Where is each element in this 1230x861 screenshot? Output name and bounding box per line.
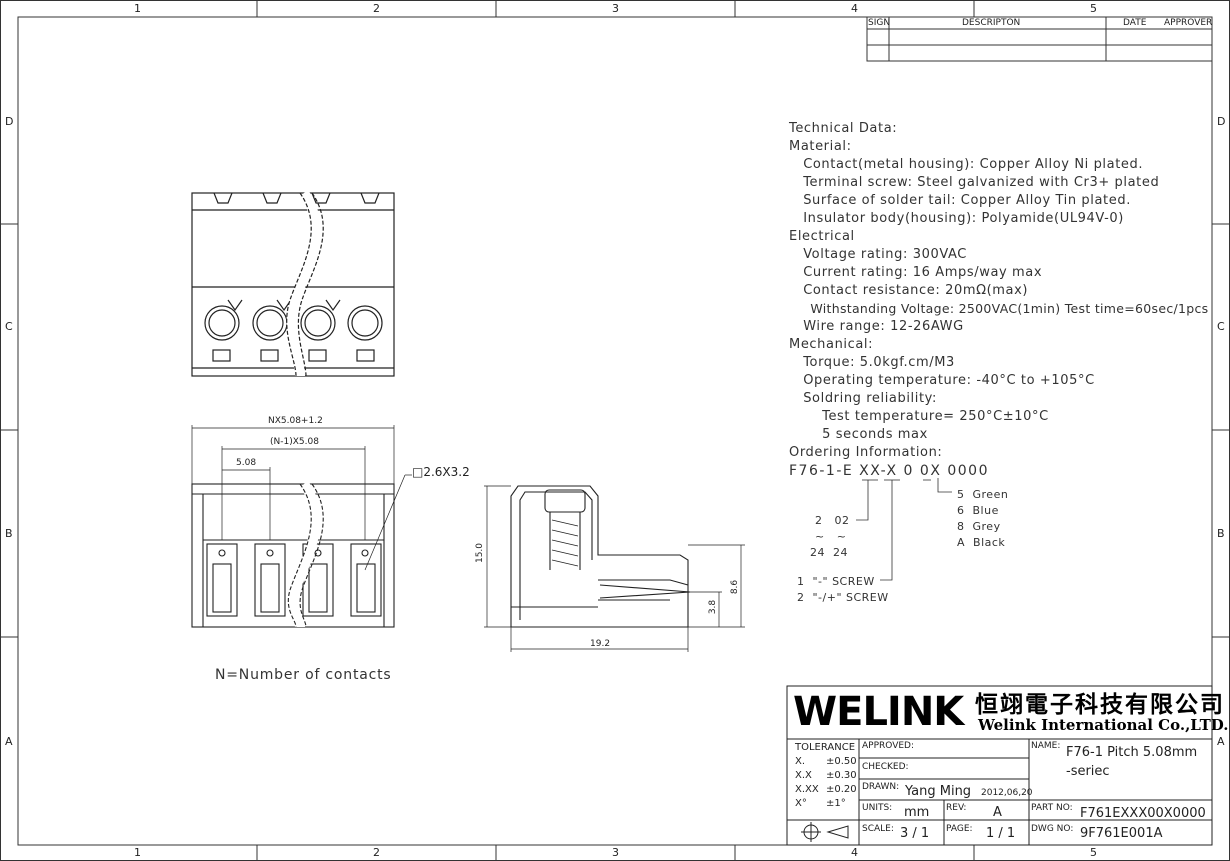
top-view-drawing <box>191 190 395 377</box>
order-code: F76-1-E XX-X 0 0X 0000 <box>789 463 989 479</box>
zone-row-d-right: D <box>1217 115 1226 128</box>
zone-row-c-right: C <box>1217 320 1225 333</box>
tolerance-title: TOLERANCE <box>795 742 856 753</box>
tech-line: Electrical <box>789 229 855 244</box>
partno-label: PART NO: <box>1031 803 1073 813</box>
dim-wire-square: □2.6X3.2 <box>412 465 470 479</box>
zone-row-a-right: A <box>1217 735 1225 748</box>
tech-line: Torque: 5.0kgf.cm/M3 <box>789 355 955 370</box>
title-block-lines <box>786 685 1213 846</box>
tech-line: Withstanding Voltage: 2500VAC(1min) Test… <box>789 301 1209 316</box>
dim-height: 15.0 <box>475 542 486 564</box>
front-view-drawing <box>191 425 412 628</box>
rev-date-header: DATE <box>1123 18 1147 28</box>
drawn-date: 2012,06,20 <box>981 788 1033 798</box>
color-option: 6 Blue <box>957 504 999 517</box>
tech-line: Soldring reliability: <box>789 391 938 406</box>
tech-line: Voltage rating: 300VAC <box>789 247 967 262</box>
tech-line: Wire range: 12-26AWG <box>789 319 964 334</box>
contacts-note: N=Number of contacts <box>215 667 392 683</box>
dwgno-label: DWG NO: <box>1031 824 1074 834</box>
tol-value: ±0.50 <box>826 756 857 767</box>
page-value: 1 / 1 <box>986 826 1016 841</box>
zone-col-3-bottom: 3 <box>612 846 619 859</box>
rev-label: REV: <box>946 803 967 813</box>
zone-col-5: 5 <box>1090 2 1097 15</box>
tech-line: Mechanical: <box>789 337 874 352</box>
zone-row-b: B <box>5 527 13 540</box>
partno-value: F761EXXX00X0000 <box>1080 806 1206 821</box>
dim-86: 8.6 <box>730 579 741 595</box>
side-view-drawing <box>484 485 745 652</box>
color-option: 8 Grey <box>957 520 1001 533</box>
company-name-en: Welink International Co.,LTD. <box>978 716 1229 734</box>
zone-col-3: 3 <box>612 2 619 15</box>
part-name-line1: F76-1 Pitch 5.08mm <box>1066 745 1198 760</box>
scale-label: SCALE: <box>862 824 894 834</box>
tech-line: Test temperature= 250°C±10°C <box>789 409 1049 424</box>
dim-side-width: 19.2 <box>590 639 611 649</box>
tol-value: ±0.20 <box>826 784 857 795</box>
approved-label: APPROVED: <box>862 741 914 751</box>
tech-line: Terminal screw: Steel galvanized with Cr… <box>789 175 1160 190</box>
zone-col-2-bottom: 2 <box>373 846 380 859</box>
zone-col-5-bottom: 5 <box>1090 846 1097 859</box>
zone-row-c: C <box>5 320 13 333</box>
zone-col-4-bottom: 4 <box>851 846 858 859</box>
dim-nx: NX5.08+1.2 <box>268 416 323 426</box>
tech-line: Technical Data: <box>789 121 898 136</box>
tech-line: Ordering Information: <box>789 445 943 460</box>
tech-line: Contact(metal housing): Copper Alloy Ni … <box>789 157 1144 172</box>
ordering-leaders <box>856 478 952 581</box>
zone-col-2: 2 <box>373 2 380 15</box>
tech-line: Operating temperature: -40°C to +105°C <box>789 373 1095 388</box>
zone-col-1-bottom: 1 <box>134 846 141 859</box>
tol-label: X.X <box>795 770 812 781</box>
company-name-cn: 恒翊電子科技有限公司 <box>975 691 1225 718</box>
tol-label: X.XX <box>795 784 819 795</box>
tol-label: X. <box>795 756 806 767</box>
rev-approver-header: APPROVER <box>1164 18 1213 28</box>
units-label: UNITS: <box>862 803 893 813</box>
drawn-label: DRAWN: <box>862 782 900 792</box>
rev-value: A <box>993 805 1002 820</box>
dim-n1: (N-1)X5.08 <box>270 437 319 447</box>
welink-logo: WELINK <box>793 689 964 735</box>
scale-value: 3 / 1 <box>900 826 930 841</box>
color-option: 5 Green <box>957 488 1009 501</box>
page-label: PAGE: <box>946 824 973 834</box>
dim-pitch: 5.08 <box>236 458 257 468</box>
color-option: A Black <box>957 536 1006 549</box>
screw-option-1: 1 "-" SCREW <box>797 575 875 588</box>
tech-line: 5 seconds max <box>789 427 928 442</box>
tol-label: X° <box>795 798 807 809</box>
zone-col-4: 4 <box>851 2 858 15</box>
tech-line: Material: <box>789 139 852 154</box>
poles-dash: ~ ~ <box>815 530 847 543</box>
tol-value: ±0.30 <box>826 770 857 781</box>
zone-row-d: D <box>5 115 14 128</box>
part-name-line2: -seriec <box>1066 764 1110 779</box>
tol-value: ±1° <box>826 798 846 809</box>
screw-option-2: 2 "-/+" SCREW <box>797 591 889 604</box>
poles-min: 2 02 <box>815 514 850 527</box>
zone-row-a: A <box>5 735 13 748</box>
rev-desc-header: DESCRIPTON <box>962 18 1021 28</box>
rev-sign-header: SIGN <box>868 18 891 28</box>
dim-38: 3.8 <box>708 599 719 615</box>
checked-label: CHECKED: <box>862 762 909 772</box>
tech-line: Insulator body(housing): Polyamide(UL94V… <box>789 211 1124 226</box>
units-value: mm <box>904 805 930 820</box>
poles-max: 24 24 <box>810 546 848 559</box>
drawn-name: Yang Ming <box>905 784 972 799</box>
tech-line: Current rating: 16 Amps/way max <box>789 265 1043 280</box>
name-label: NAME: <box>1031 741 1061 751</box>
zone-row-b-right: B <box>1217 527 1225 540</box>
tech-line: Surface of solder tail: Copper Alloy Tin… <box>789 193 1131 208</box>
dwgno-value: 9F761E001A <box>1080 826 1163 841</box>
tech-line: Contact resistance: 20mΩ(max) <box>789 283 1029 298</box>
zone-col-1: 1 <box>134 2 141 15</box>
